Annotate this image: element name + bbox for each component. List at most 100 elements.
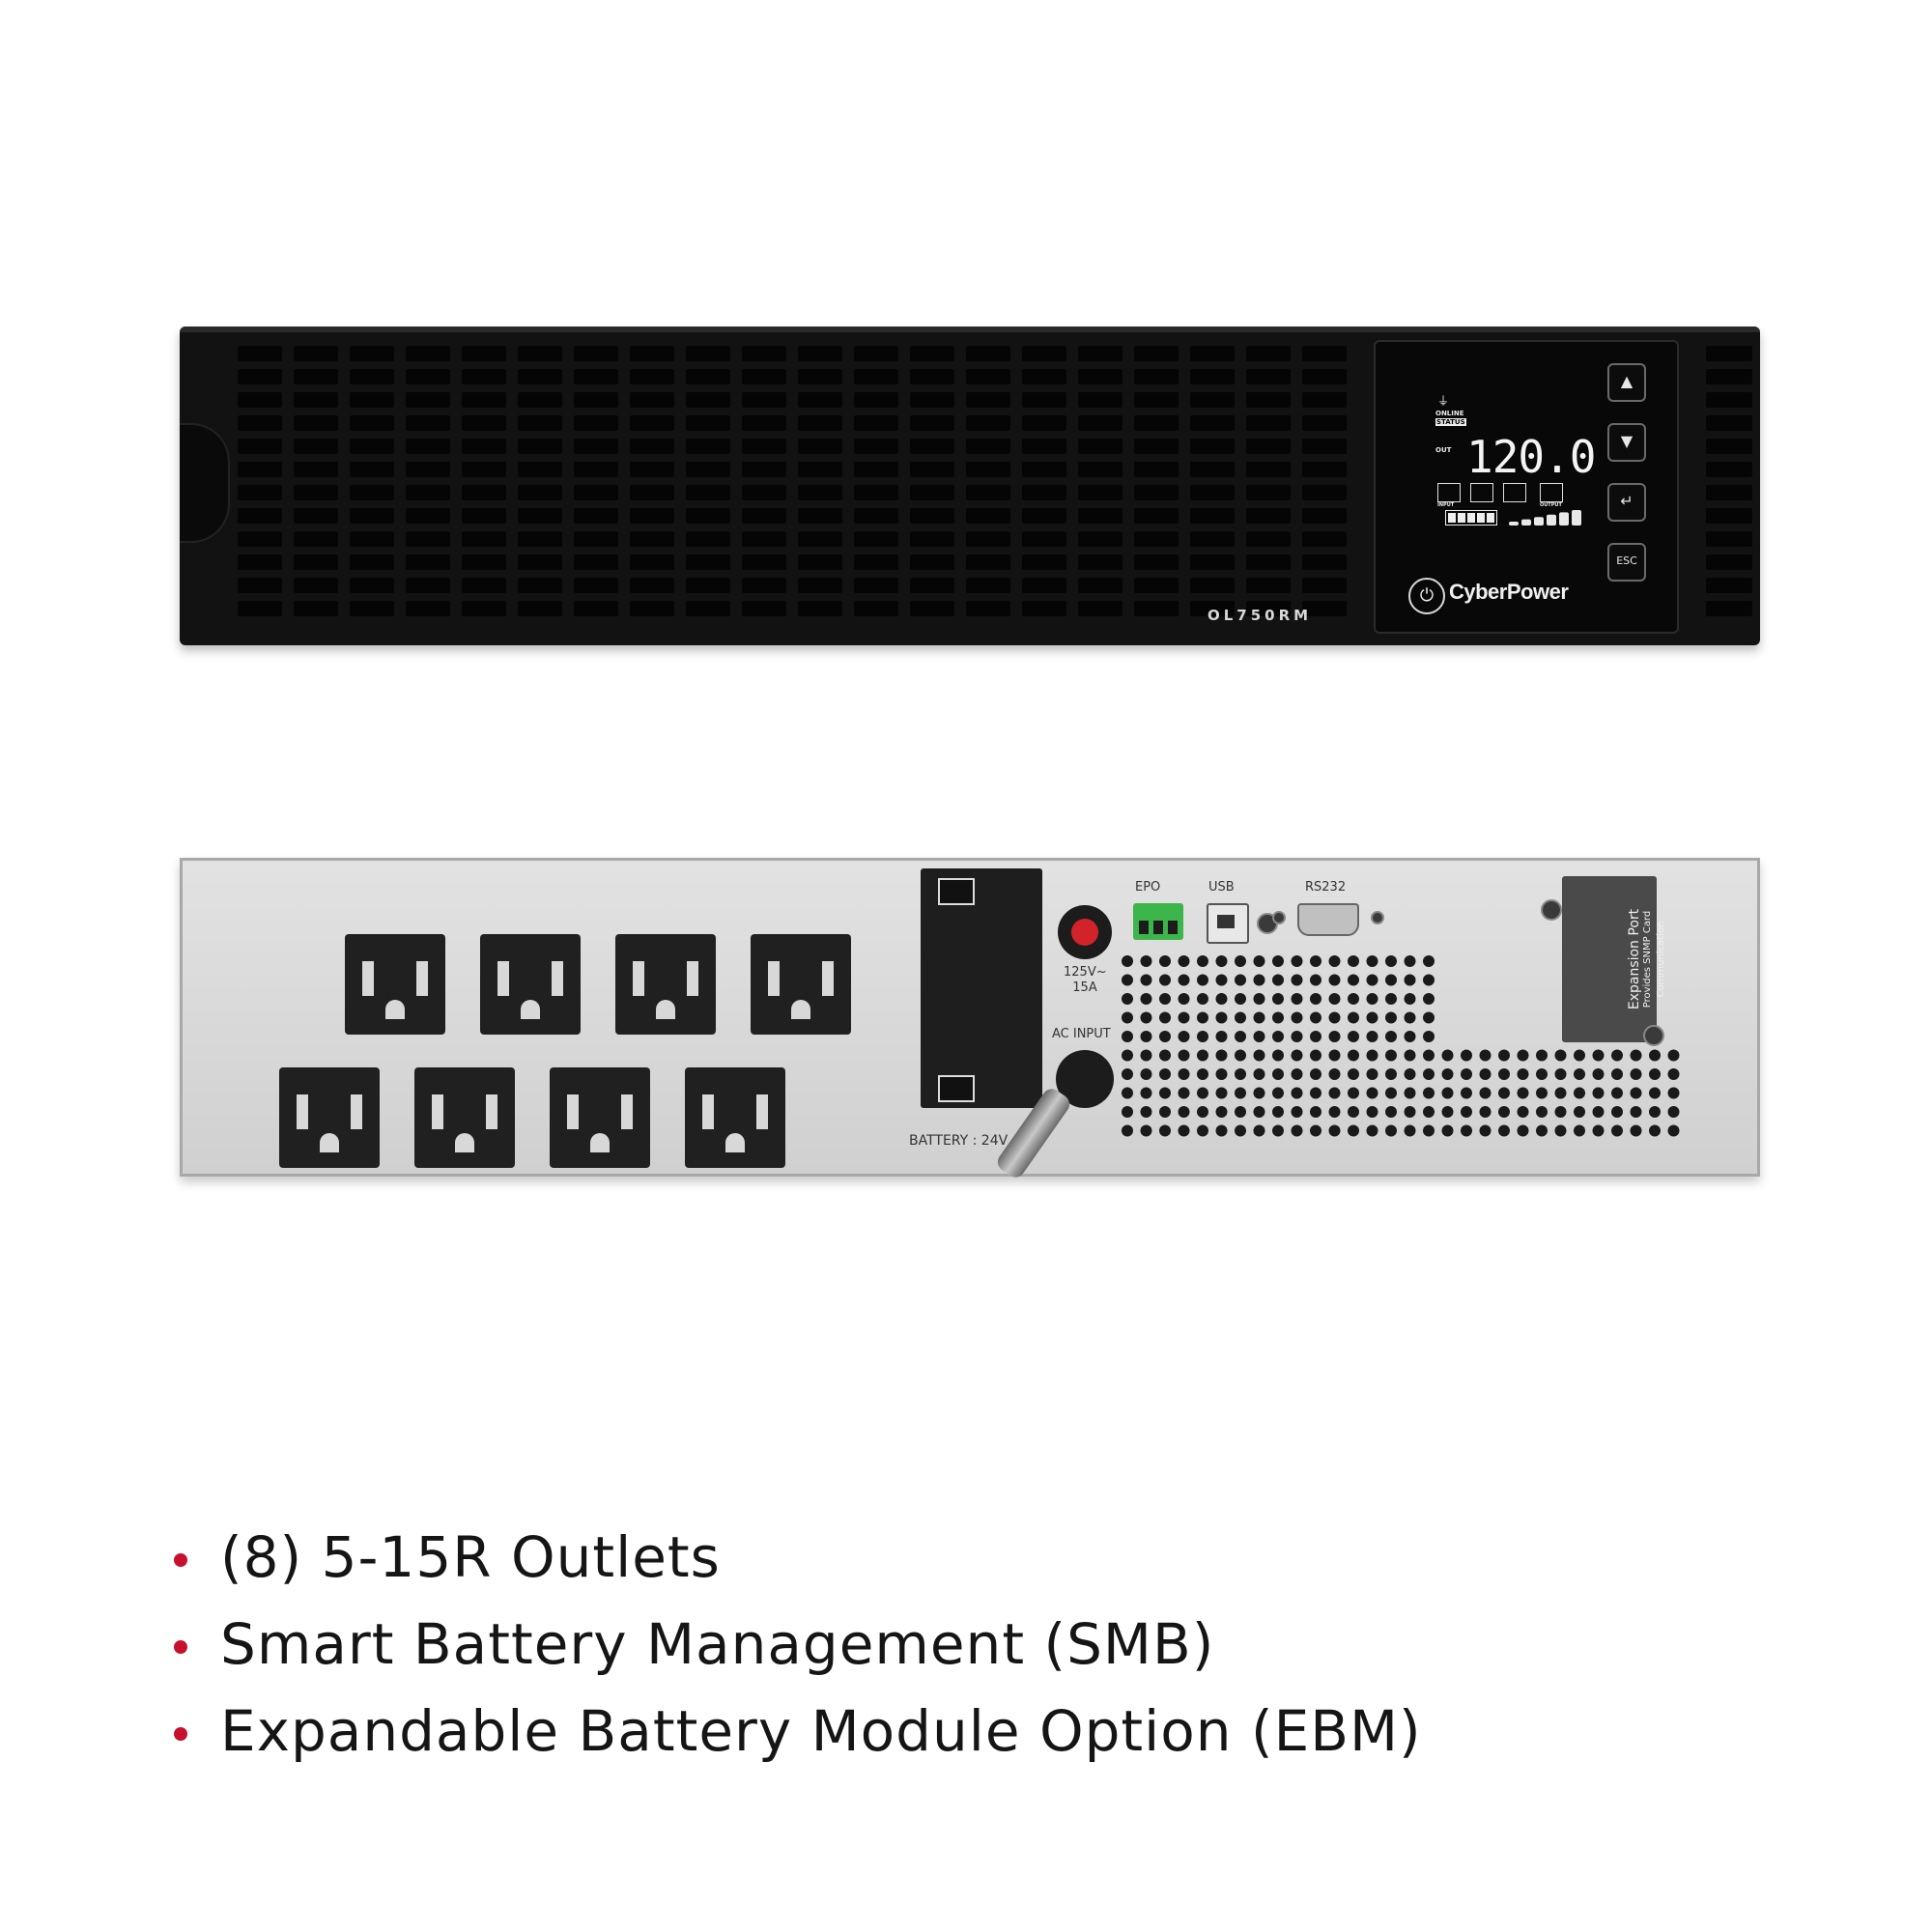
vent-hole [1630,1124,1642,1137]
esc-button[interactable]: ESC [1607,543,1646,582]
vent-slot [742,439,786,454]
vent-slot [574,578,618,593]
vent-slot [1078,415,1122,431]
vent-hole [1272,1011,1284,1024]
down-arrow-icon: ▼ [1620,432,1634,450]
lcd-input-icon [1437,483,1461,502]
vent-hole [1235,1049,1246,1062]
vent-slot [910,346,954,361]
vent-slot [1134,415,1179,431]
vent-slot [966,369,1010,384]
vent-hole [1140,955,1152,967]
vent-hole [1272,1124,1284,1137]
breaker-reset-button[interactable] [1071,919,1098,946]
vent-hole [1385,993,1397,1005]
vent-slot [798,369,842,384]
vent-slot [1302,439,1347,454]
outlet-slot [567,1094,579,1129]
vent-slot [854,439,898,454]
vent-slot [462,485,506,500]
vent-hole [1554,1049,1567,1062]
vent-slot [1078,578,1122,593]
vent-hole [1197,1068,1208,1080]
vent-slot [630,462,674,477]
vent-hole [1385,1068,1397,1080]
vent-hole [1554,1087,1567,1099]
lcd-unit: V [1575,442,1580,451]
battery-cell [1487,513,1494,523]
down-button[interactable]: ▼ [1607,423,1646,462]
up-button[interactable]: ▲ [1607,363,1646,402]
vent-hole [1348,1068,1359,1080]
vent-hole [1592,1087,1605,1099]
vent-hole [1517,1124,1529,1137]
vent-slot [294,369,338,384]
vent-hole [1441,1068,1454,1080]
vent-slot [350,554,394,570]
vent-hole [1423,993,1435,1005]
vent-hole [1122,1031,1133,1042]
epo-port[interactable] [1133,903,1183,940]
power-button[interactable]: ⏻ [1408,578,1445,614]
vent-hole [1649,1124,1661,1137]
vent-hole [1159,1049,1171,1062]
vent-hole [1140,1106,1152,1118]
vent-slot [238,346,282,361]
vent-slot [854,415,898,431]
vent-hole [1667,1087,1680,1099]
vent-hole [1348,1087,1359,1099]
outlet-slot [621,1094,633,1129]
outlet-ground-hole [791,1000,810,1019]
vent-hole [1592,1049,1605,1062]
vent-slot [966,508,1010,524]
vent-slot [1134,462,1179,477]
vent-slot [1706,508,1752,524]
feature-text: Smart Battery Management (SMB) [220,1611,1215,1677]
vent-hole [1385,1011,1397,1024]
vent-hole [1667,1068,1680,1080]
vent-slot [854,369,898,384]
lcd-voltage-value: 120.0 [1466,431,1596,483]
vent-hole [1291,1124,1303,1137]
rs232-port[interactable] [1297,903,1359,936]
vent-slot [294,554,338,570]
vent-slot [1246,554,1291,570]
vent-hole [1498,1087,1510,1099]
usb-port[interactable] [1207,903,1249,944]
vent-hole [1178,1031,1190,1042]
expansion-port-cover[interactable]: Expansion Port Provides SNMP Card Commun… [1562,876,1666,1042]
expansion-port-subtitle: Provides SNMP Card Communication [1642,910,1666,1009]
vent-hole [1423,1068,1435,1080]
nema-5-15r-outlet [345,934,445,1035]
vent-slot [1190,346,1235,361]
vent-slot [1246,531,1291,547]
vent-slot [518,508,562,524]
vent-slot [1190,462,1235,477]
vent-hole [1159,955,1171,967]
vent-slot [966,601,1010,616]
vent-slot [966,392,1010,408]
vent-hole [1536,1106,1548,1118]
vent-slot [1022,369,1066,384]
vent-slot [350,531,394,547]
vent-slot [1190,578,1235,593]
circuit-breaker[interactable] [1058,905,1112,959]
vent-slot [686,415,730,431]
vent-hole [1479,1124,1492,1137]
vent-slot [1022,392,1066,408]
vent-slot [1706,346,1752,361]
nema-5-15r-outlet [414,1067,515,1168]
vent-slot [350,578,394,593]
vent-hole [1630,1106,1642,1118]
vent-slot [574,554,618,570]
vent-slot [574,531,618,547]
vent-hole [1328,1049,1341,1062]
vent-hole [1178,1106,1190,1118]
vent-hole [1140,1124,1152,1137]
battery-connector-bay [921,868,1042,1108]
lcd-output-label: OUTPUT [1540,502,1562,508]
vent-hole [1122,1087,1133,1099]
vent-slot [1302,554,1347,570]
vent-slot [574,601,618,616]
enter-button[interactable]: ↵ [1607,483,1646,522]
